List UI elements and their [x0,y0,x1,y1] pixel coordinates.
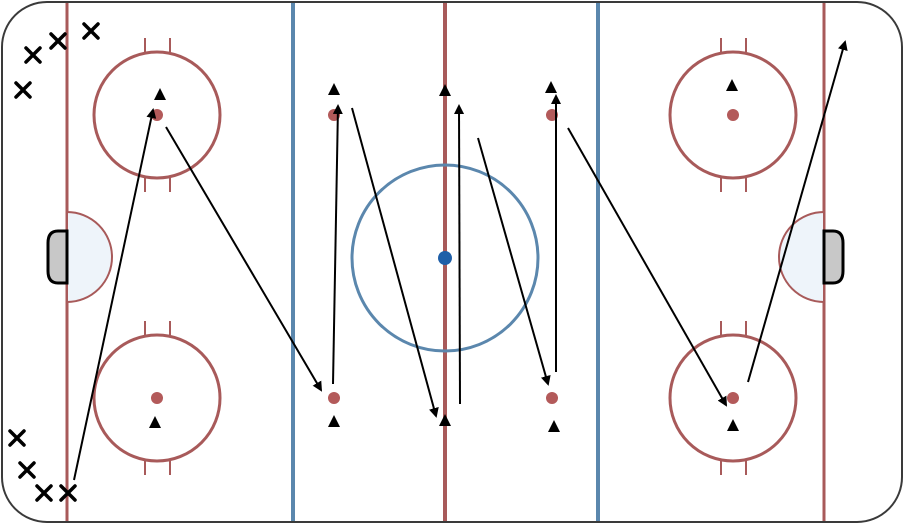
net-left [46,229,69,285]
triangle-marker-icon [548,420,560,432]
center-faceoff-dot [438,251,452,265]
neutral-dot-left-bottom [328,392,340,404]
neutral-dot-right-bottom [546,392,558,404]
faceoff-circle-right-top [668,38,798,192]
player-x-icon [24,46,42,64]
arrow-path-icon [332,104,343,385]
faceoff-circle-left-bottom [92,321,222,475]
triangle-marker-icon [727,419,739,431]
triangle-marker-icon [726,79,738,91]
triangle-marker-icon [328,83,340,95]
player-x-icon [14,81,32,99]
net-right [822,229,845,285]
triangle-marker-icon [328,415,340,427]
player-x-icon [82,22,100,40]
center-circle [350,163,540,353]
triangle-marker-icon [439,84,451,96]
player-x-icon [35,484,53,502]
arrow-path-icon [73,108,157,481]
faceoff-circle-right-bottom [668,321,798,475]
player-x-icon [49,32,67,50]
goal-crease-left [66,210,113,304]
arrow-path-icon [747,40,848,383]
arrow-path-icon [454,104,465,405]
triangle-marker-icon [545,81,557,93]
player-x-icon [18,461,36,479]
arrow-path-icon [567,127,727,407]
player-x-icon [59,484,77,502]
triangle-marker-icon [154,88,166,100]
arrow-path-icon [165,126,323,392]
player-x-icon [8,429,26,447]
arrow-path-icon [477,137,551,386]
arrow-path-icon [351,107,439,418]
triangle-marker-icon [439,414,451,426]
triangle-marker-icon [149,416,161,428]
